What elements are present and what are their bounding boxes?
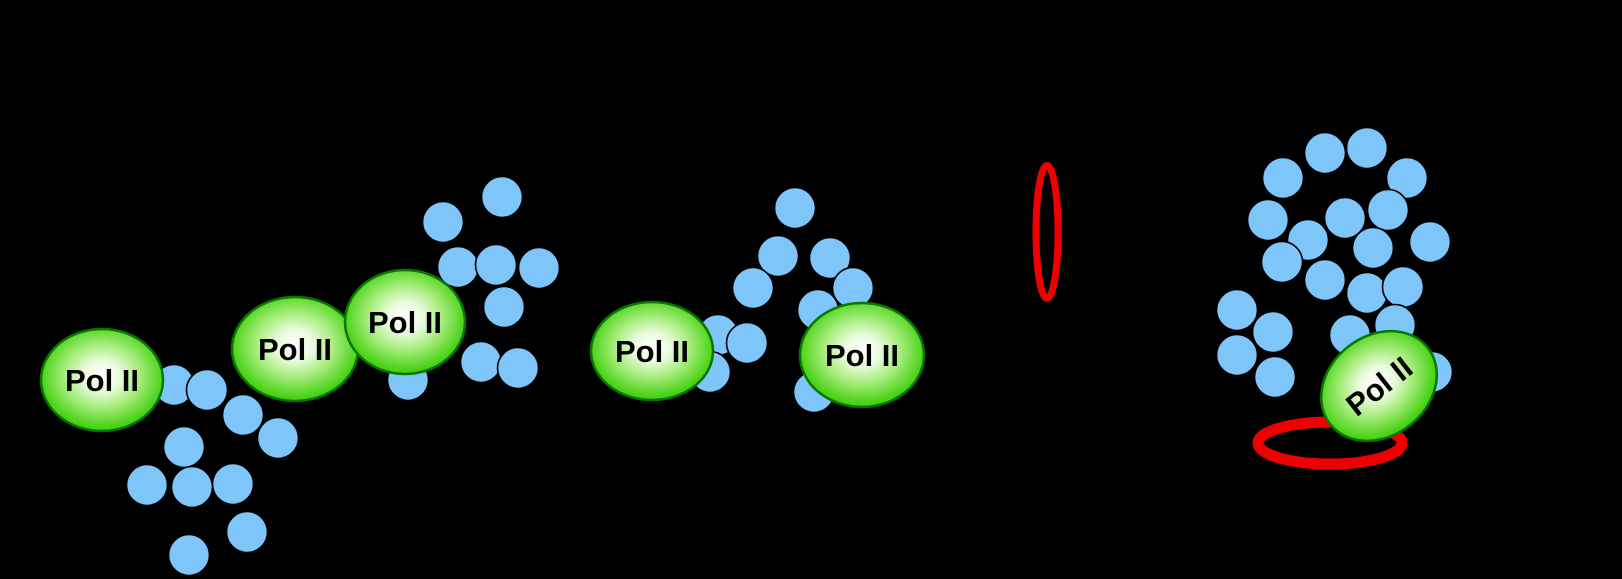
pol-ii-label: Pol II: [368, 305, 442, 340]
blue-molecule-circle-right: [1251, 310, 1295, 354]
blue-molecule-circle-right: [1303, 131, 1347, 175]
pol-ii-oval-group-3: Pol II: [343, 268, 467, 376]
pol-ii-oval: [589, 300, 715, 402]
blue-molecule-circle-right: [1385, 156, 1429, 200]
pol-ii-oval: [39, 327, 165, 433]
pol-ii-label: Pol II: [825, 338, 899, 373]
pol-ii-oval: [1320, 329, 1438, 443]
blue-molecule-circle-right: [1366, 188, 1410, 232]
blue-molecule-circle-mid_right: [773, 186, 817, 230]
blue-molecule-circle-mid_left: [459, 340, 503, 384]
blue-molecule-circle-left: [167, 533, 211, 577]
blue-molecule-circle-mid_left: [474, 243, 518, 287]
blue-molecule-circle-right: [1351, 226, 1395, 270]
blue-molecule-circle-mid_right: [725, 321, 769, 365]
blue-molecule-circle-right: [1408, 220, 1452, 264]
blue-molecule-circle-mid_left: [421, 200, 465, 244]
red-dna-ellipse: [1032, 162, 1062, 302]
pol-ii-oval-group-6: Pol II: [1320, 329, 1438, 443]
blue-molecule-circle-right: [1345, 271, 1389, 315]
blue-molecule-circle-right: [1323, 196, 1367, 240]
pol-ii-oval: [798, 301, 926, 409]
blue-molecule-circle-mid_left: [496, 346, 540, 390]
blue-molecule-circle-right: [1215, 333, 1259, 377]
blue-molecule-circle-left: [162, 425, 206, 469]
blue-molecule-circle-left: [170, 465, 214, 509]
pol-ii-label: Pol II: [65, 363, 139, 398]
pol-ii-oval: [343, 268, 467, 376]
blue-molecule-circle-right: [1215, 288, 1259, 332]
pol-ii-label: Pol II: [615, 334, 689, 369]
blue-molecule-circle-left: [211, 462, 255, 506]
blue-molecule-circle-mid_right: [756, 234, 800, 278]
pol-ii-label: Pol II: [258, 332, 332, 367]
blue-molecule-circle-right: [1260, 240, 1304, 284]
blue-molecule-circle-left: [225, 510, 269, 554]
blue-molecule-circle-right: [1381, 265, 1425, 309]
pol-ii-oval-group-1: Pol II: [39, 327, 165, 433]
pol-ii-oval-group-4: Pol II: [589, 300, 715, 402]
blue-molecule-circle-mid_left: [517, 246, 561, 290]
pol-ii-oval-group-2: Pol II: [230, 295, 360, 403]
blue-molecule-circle-right: [1253, 355, 1297, 399]
blue-molecule-circle-right: [1246, 198, 1290, 242]
blue-molecule-circle-left: [125, 463, 169, 507]
blue-molecule-circle-mid_right: [731, 266, 775, 310]
pol-ii-oval-group-5: Pol II: [798, 301, 926, 409]
blue-molecule-circle-right: [1345, 126, 1389, 170]
blue-molecule-circle-left: [185, 368, 229, 412]
blue-molecule-circle-mid_left: [482, 285, 526, 329]
blue-molecule-circle-mid_right: [808, 236, 852, 280]
blue-molecule-circle-left: [221, 393, 265, 437]
blue-molecule-circle-right: [1261, 156, 1305, 200]
blue-molecule-circle-left: [256, 416, 300, 460]
blue-molecule-circle-right: [1303, 258, 1347, 302]
pol-ii-layer: Pol II Pol II Pol II Pol II Pol II Pol II: [39, 268, 1438, 443]
blue-molecule-circle-mid_left: [480, 175, 524, 219]
